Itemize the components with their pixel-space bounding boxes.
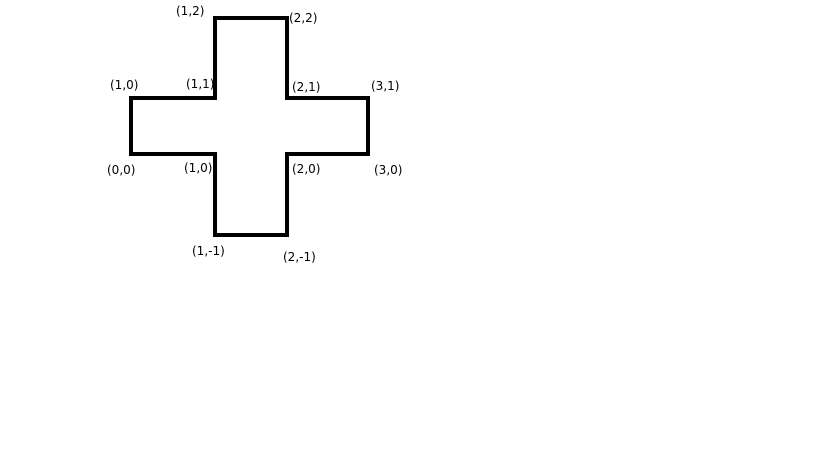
cross-outline: [129, 16, 370, 237]
vertex-label-inner-bottom-left: (1,0): [184, 161, 213, 175]
vertex-label-left-arm-top: (1,0): [110, 78, 139, 92]
vertex-label-left-arm-bottom: (0,0): [107, 163, 136, 177]
vertex-label-inner-top-right: (2,1): [292, 80, 321, 94]
vertex-label-right-arm-bottom: (3,0): [374, 163, 403, 177]
vertex-label-bottom-left: (1,-1): [192, 244, 225, 258]
vertex-label-right-arm-top: (3,1): [371, 79, 400, 93]
vertex-label-top-left: (1,2): [176, 4, 205, 18]
vertex-label-inner-bottom-right: (2,0): [292, 162, 321, 176]
vertex-label-bottom-right: (2,-1): [283, 250, 316, 264]
vertex-label-top-right: (2,2): [289, 11, 318, 25]
vertex-label-inner-top-left: (1,1): [186, 77, 215, 91]
